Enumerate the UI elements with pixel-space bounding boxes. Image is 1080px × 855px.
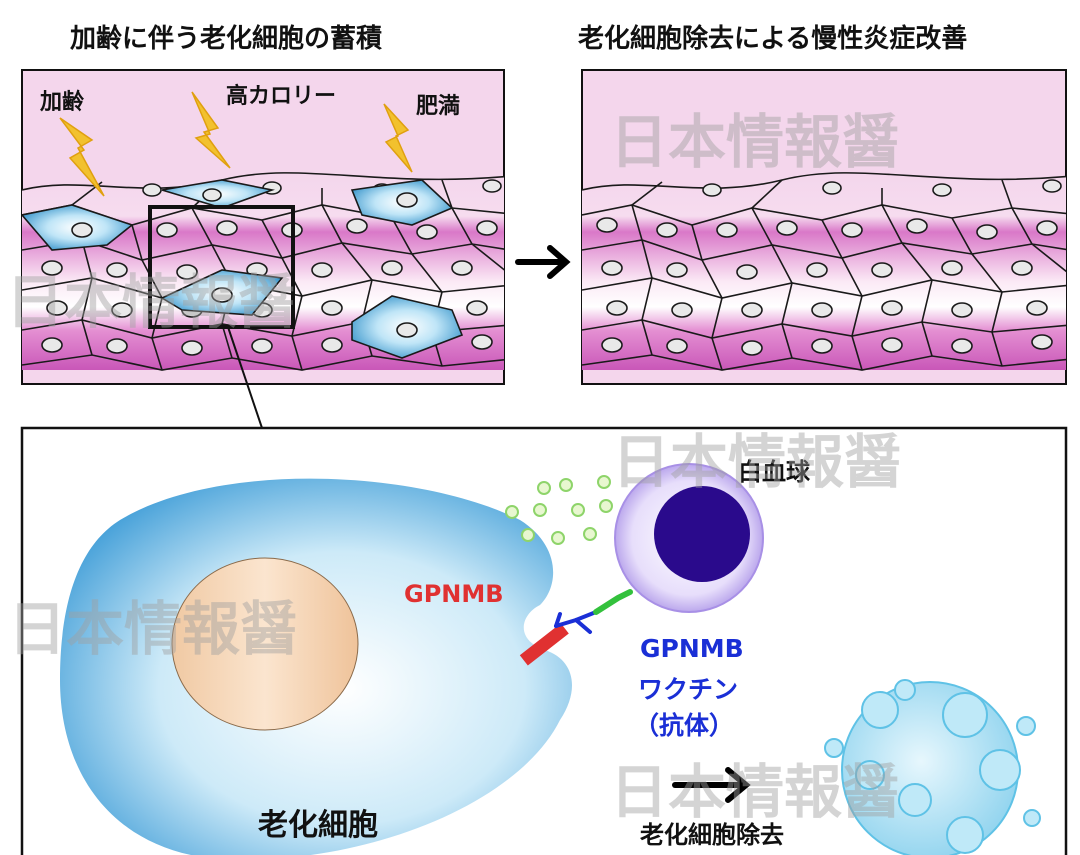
factor-label-high-calorie: 高カロリー: [226, 84, 337, 109]
factor-label-aging: 加齢: [40, 90, 85, 115]
lightning-icon: [59, 91, 413, 197]
left-tissue-panel: [21, 69, 505, 429]
wbc-nucleus: [654, 486, 750, 582]
vaccine-label-line2: ワクチン: [638, 675, 739, 704]
vaccine-label-line3: （抗体）: [634, 711, 735, 740]
gpnmb-protein-icon: [519, 623, 569, 666]
removal-arrow-icon: [672, 767, 751, 803]
watermark-text: 日本情報醤: [6, 268, 297, 336]
antibody-icon: [554, 610, 598, 634]
removal-label: 老化細胞除去: [640, 821, 784, 849]
watermark-text: 日本情報醤: [610, 758, 901, 826]
right-panel-title: 老化細胞除去による慢性炎症改善: [578, 24, 968, 54]
watermark-text: 日本情報醤: [8, 595, 299, 663]
watermark-text: 日本情報醤: [612, 428, 903, 496]
right-tissue-panel: [581, 69, 1067, 385]
gpnmb-label: GPNMB: [404, 580, 504, 608]
arrow-right-icon: [515, 245, 571, 279]
cell-nucleus: [171, 557, 359, 731]
watermark-text: 日本情報醤: [610, 108, 901, 176]
left-panel-title: 加齢に伴う老化細胞の蓄積: [70, 24, 383, 54]
wbc-label: 白血球: [738, 458, 810, 486]
cytokine-particles: [505, 475, 613, 545]
factor-label-obesity: 肥満: [416, 94, 461, 119]
zoom-connector-line: [227, 326, 263, 429]
vaccine-label-line1: GPNMB: [640, 634, 744, 663]
receptor-icon: [593, 589, 633, 615]
zoom-box: [148, 205, 295, 329]
cell-debris: [824, 679, 1041, 855]
senescent-cell-label: 老化細胞: [258, 808, 378, 843]
zoom-detail-panel: [20, 426, 1068, 855]
